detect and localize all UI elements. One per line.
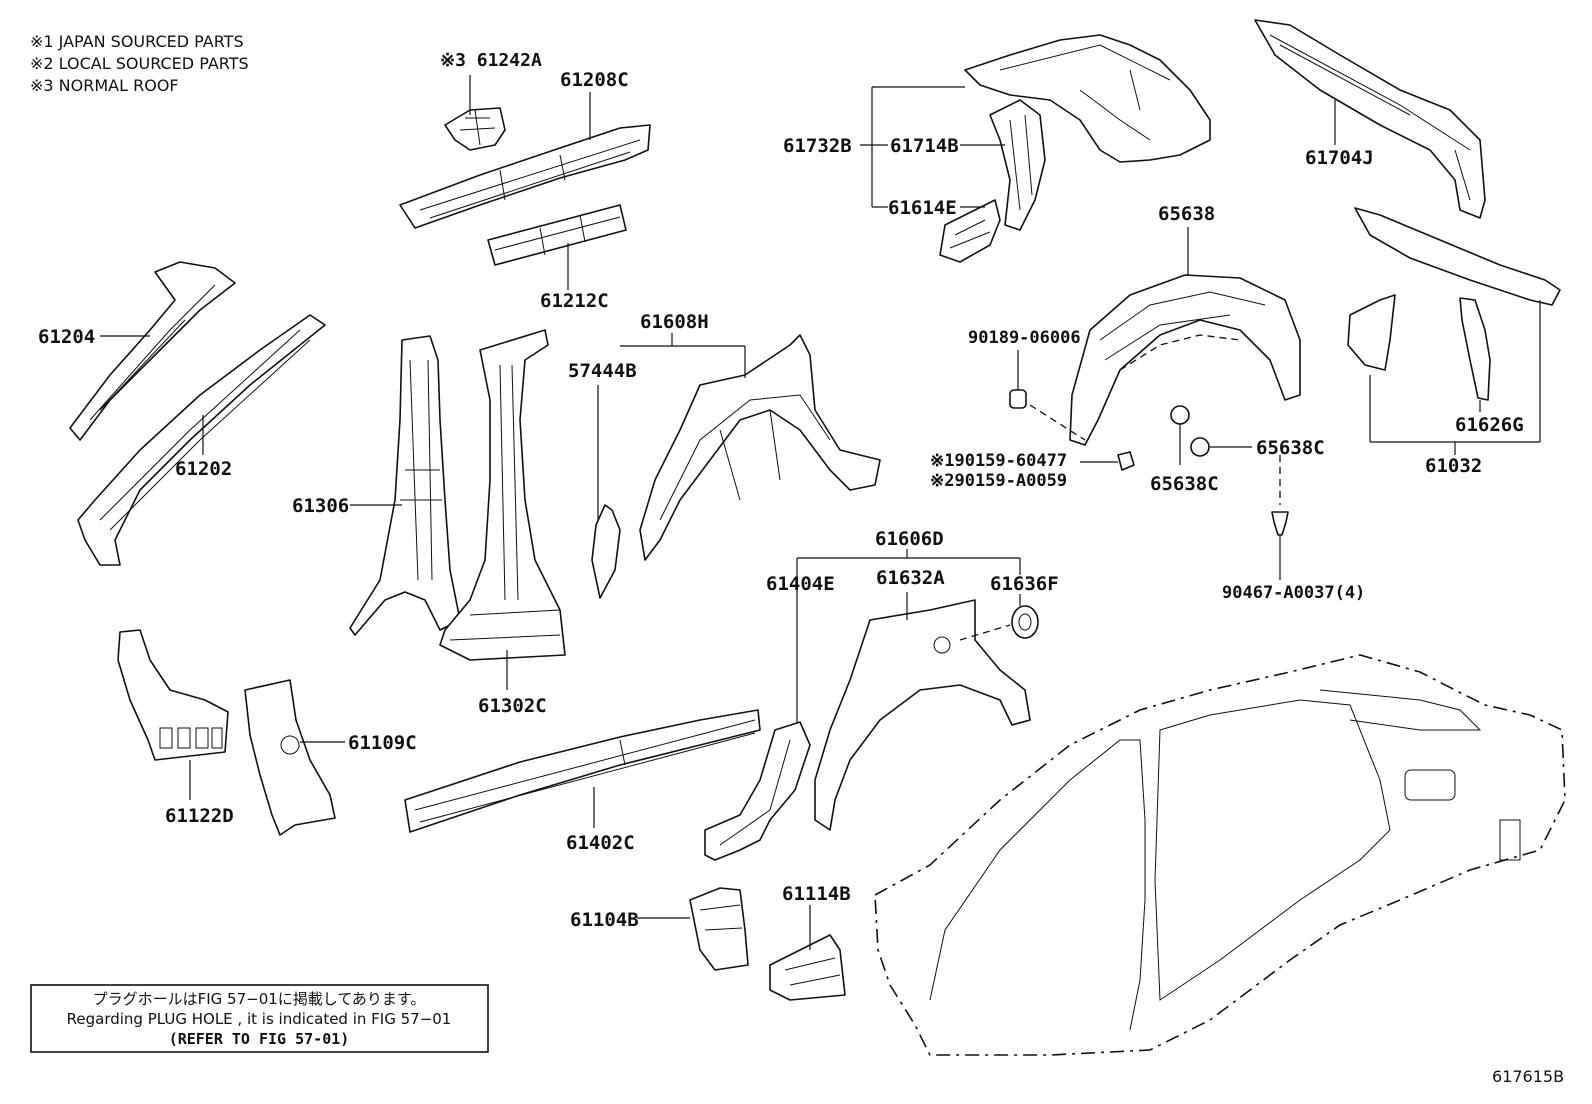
label-57444B: 57444B (568, 360, 637, 382)
part-61204[interactable] (69, 261, 236, 441)
label-61606D: 61606D (875, 528, 944, 550)
label-61114B: 61114B (782, 883, 851, 905)
part-61109C[interactable] (244, 679, 345, 836)
label-61306: 61306 (292, 495, 349, 517)
label-61404E: 61404E (766, 573, 835, 595)
part-61104B[interactable] (637, 887, 749, 971)
part-61404E[interactable] (704, 575, 811, 861)
body-side-outline (874, 654, 1566, 1056)
label-61636F: 61636F (990, 573, 1059, 595)
label-61212C: 61212C (540, 290, 609, 312)
part-61714B[interactable] (960, 99, 1046, 231)
label-90159-60477: ※190159-60477 (930, 451, 1067, 471)
part-61402C[interactable] (404, 709, 761, 833)
label-90189-06006: 90189-06006 (968, 328, 1081, 348)
part-61636F[interactable] (959, 594, 1039, 641)
label-61402C: 61402C (566, 832, 635, 854)
label-61208C: 61208C (560, 69, 629, 91)
part-61632A[interactable] (814, 592, 1031, 831)
part-61032[interactable] (1347, 207, 1561, 455)
part-61202[interactable] (77, 314, 326, 566)
part-61242A[interactable] (444, 75, 506, 151)
label-61204: 61204 (38, 326, 95, 348)
part-61704J[interactable] (1254, 19, 1486, 219)
label-61608H: 61608H (640, 311, 709, 333)
label-61302C: 61302C (478, 695, 547, 717)
label-61242A: ※3 61242A (440, 50, 542, 71)
label-61732B: 61732B (783, 135, 852, 157)
label-61202: 61202 (175, 458, 232, 480)
part-61212C[interactable] (487, 204, 627, 290)
label-90467-A0037: 90467-A0037(4) (1222, 583, 1365, 603)
clip-90189-06006[interactable] (1009, 350, 1086, 441)
part-61614E[interactable] (939, 199, 1001, 263)
note-local-sourced: ※2 LOCAL SOURCED PARTS (30, 54, 249, 73)
figure-code: 617615B (1492, 1067, 1564, 1086)
label-90159-A0059: ※290159-A0059 (930, 471, 1067, 491)
label-61614E: 61614E (888, 197, 957, 219)
part-65638[interactable] (1069, 227, 1301, 446)
label-61626G: 61626G (1455, 414, 1524, 436)
label-61109C: 61109C (348, 732, 417, 754)
label-61714B: 61714B (890, 135, 959, 157)
label-61632A: 61632A (876, 567, 945, 589)
label-65638: 65638 (1158, 203, 1215, 225)
note-japan-sourced: ※1 JAPAN SOURCED PARTS (30, 32, 244, 51)
nut-65638C-a[interactable] (1170, 405, 1190, 465)
nut-65638C-b[interactable] (1190, 437, 1281, 505)
clip-90467-A0037[interactable] (1271, 511, 1289, 580)
note-normal-roof: ※3 NORMAL ROOF (30, 76, 179, 95)
part-61732B[interactable] (860, 34, 1211, 208)
label-61704J: 61704J (1305, 147, 1374, 169)
label-61122D: 61122D (165, 805, 234, 827)
part-61608H[interactable] (620, 333, 881, 561)
label-65638C-a: 65638C (1150, 473, 1219, 495)
part-61306[interactable] (349, 335, 461, 636)
bolt-90159[interactable] (1080, 451, 1135, 471)
part-57444B[interactable] (591, 385, 621, 599)
label-65638C-b: 65638C (1256, 437, 1325, 459)
plug-hole-note: プラグホールはFIG 57−01に掲載してあります。 Regarding PLU… (30, 984, 489, 1053)
label-61104B: 61104B (570, 909, 639, 931)
part-61122D[interactable] (117, 629, 229, 800)
part-61114B[interactable] (769, 905, 846, 1001)
part-61302C[interactable] (439, 329, 566, 690)
plug-note-refer: (REFER TO FIG 57-01) (169, 1030, 350, 1048)
plug-note-en: Regarding PLUG HOLE , it is indicated in… (67, 1010, 452, 1028)
label-61032: 61032 (1425, 455, 1482, 477)
part-61208C[interactable] (399, 92, 651, 229)
plug-note-jp: プラグホールはFIG 57−01に掲載してあります。 (93, 990, 426, 1008)
